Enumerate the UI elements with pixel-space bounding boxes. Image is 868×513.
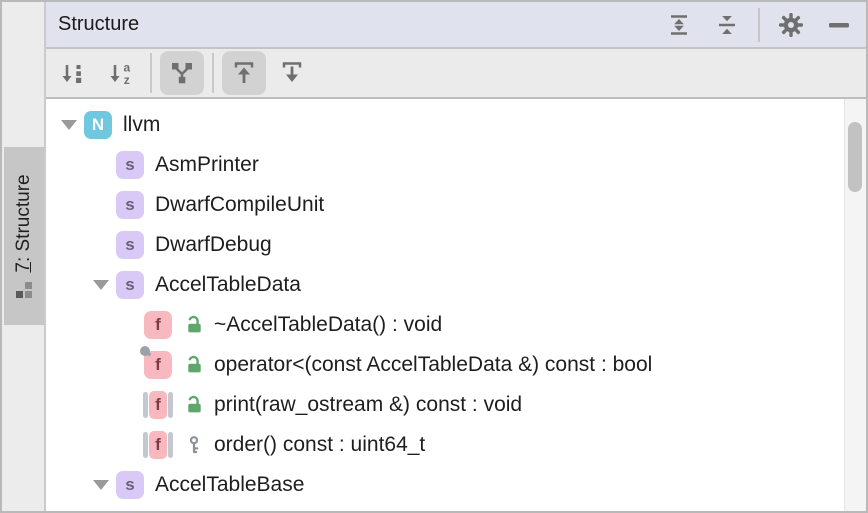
tree-item-label: ~AccelTableData() : void — [214, 313, 443, 336]
function-icon: f — [144, 311, 172, 339]
chevron-down-icon[interactable] — [93, 480, 109, 490]
tree-row[interactable]: s DwarfDebug — [46, 225, 866, 265]
sort-alphabetically-icon: a z — [110, 61, 130, 87]
chevron-slot — [86, 160, 116, 170]
gear-icon — [779, 12, 803, 37]
scrollbar-thumb[interactable] — [848, 122, 862, 192]
tree-item-label: operator<(const AccelTableData &) const … — [214, 353, 653, 376]
tree-container: N llvm s AsmPrinter s DwarfCompileUnit s… — [46, 99, 866, 511]
tree-item-label: DwarfDebug — [155, 233, 272, 256]
tree-row[interactable]: f ~AccelTableData() : void — [46, 305, 866, 345]
expand-all-icon — [671, 14, 687, 35]
tree-item-label: llvm — [123, 113, 161, 136]
struct-icon: s — [116, 231, 144, 259]
struct-icon: s — [116, 271, 144, 299]
expand-all-button[interactable] — [658, 5, 700, 45]
structure-toolbar: a z — [46, 49, 866, 99]
public-unlocked-icon — [188, 395, 201, 413]
tree-row[interactable]: s AccelTableData — [46, 265, 866, 305]
structure-toolwindow-icon — [16, 281, 32, 298]
declaration-bracket — [143, 392, 148, 418]
toolbar-button-autoscroll-from-source[interactable] — [270, 51, 314, 95]
protected-visibility-icon — [183, 434, 205, 456]
svg-text:a: a — [123, 61, 130, 75]
public-visibility-icon — [183, 314, 205, 336]
struct-icon: s — [116, 191, 144, 219]
struct-icon: s — [116, 151, 144, 179]
public-visibility-icon — [183, 354, 205, 376]
minus-icon — [829, 22, 849, 27]
struct-icon: s — [116, 471, 144, 499]
sort-by-visibility-icon — [62, 65, 82, 83]
header-actions — [658, 5, 860, 45]
toolwindow-tab-structure[interactable]: 7: Structure — [4, 147, 44, 325]
settings-button[interactable] — [770, 5, 812, 45]
protected-key-icon — [189, 436, 199, 454]
scrollbar-track[interactable] — [844, 99, 866, 511]
tree-item-label: AccelTableData — [155, 273, 301, 296]
toolbar-button-filter-members[interactable] — [160, 51, 204, 95]
tab-label: 7: Structure — [13, 174, 34, 273]
chevron-down-icon[interactable] — [61, 120, 77, 130]
declaration-bracket — [143, 432, 148, 458]
declaration-bracket — [168, 432, 173, 458]
toolbar-button-sort-alphabetically[interactable]: a z — [98, 51, 142, 95]
function-icon: f — [140, 346, 172, 379]
svg-text:z: z — [124, 73, 130, 87]
chevron-slot — [86, 200, 116, 210]
chevron-slot — [86, 280, 116, 290]
chevron-slot — [86, 480, 116, 490]
chevron-slot — [54, 120, 84, 130]
overlay-badge-icon — [140, 346, 150, 356]
chevron-down-icon[interactable] — [93, 280, 109, 290]
separator — [758, 7, 760, 42]
toolbar-button-autoscroll-to-source[interactable] — [222, 51, 266, 95]
tree-row[interactable]: N llvm — [46, 105, 866, 145]
public-unlocked-icon — [188, 355, 201, 373]
tree-item-label: order() const : uint64_t — [214, 433, 426, 456]
function-icon: f — [143, 431, 173, 459]
declaration-bracket — [168, 392, 173, 418]
autoscroll-from-source-icon — [282, 62, 302, 82]
separator — [150, 53, 152, 93]
function-icon: f — [143, 391, 173, 419]
tree-item-label: print(raw_ostream &) const : void — [214, 393, 523, 416]
toolwindow-header: Structure — [46, 2, 866, 49]
page-title: Structure — [58, 13, 140, 35]
tree-row[interactable]: s DwarfCompileUnit — [46, 185, 866, 225]
tree-row[interactable]: f print(raw_ostream &) const : void — [46, 385, 866, 425]
tree-row[interactable]: s AsmPrinter — [46, 145, 866, 185]
tree-row[interactable]: f order() const : uint64_t — [46, 425, 866, 465]
tree-row[interactable]: f operator<(const AccelTableData &) cons… — [46, 345, 866, 385]
collapse-all-icon — [719, 15, 735, 34]
separator — [212, 53, 214, 93]
toolbar-button-sort-by-visibility[interactable] — [50, 51, 94, 95]
hide-button[interactable] — [818, 5, 860, 45]
autoscroll-to-source-icon — [234, 62, 254, 83]
chevron-slot — [86, 240, 116, 250]
filter-members-icon — [172, 63, 192, 84]
public-unlocked-icon — [188, 315, 201, 333]
toolwindow-stripe: 7: Structure — [2, 2, 46, 511]
tree-item-label: DwarfCompileUnit — [155, 193, 325, 216]
tree-item-label: AsmPrinter — [155, 153, 259, 176]
collapse-all-button[interactable] — [706, 5, 748, 45]
namespace-icon: N — [84, 111, 112, 139]
public-visibility-icon — [183, 394, 205, 416]
structure-tree: N llvm s AsmPrinter s DwarfCompileUnit s… — [46, 99, 866, 505]
tree-item-label: AccelTableBase — [155, 473, 305, 496]
tree-row[interactable]: s AccelTableBase — [46, 465, 866, 505]
